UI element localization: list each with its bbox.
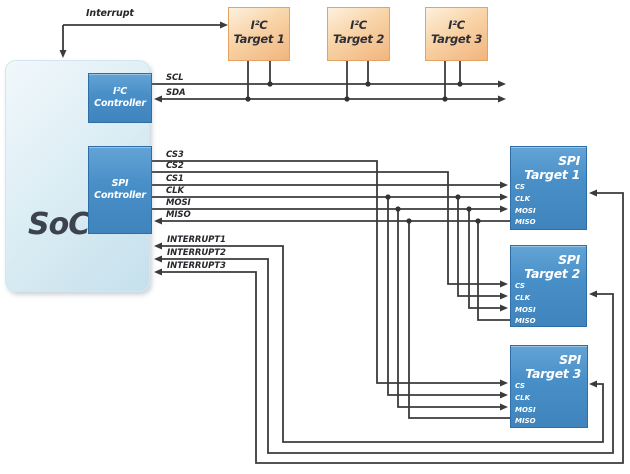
spi-target-1-pin-mosi: MOSI — [515, 207, 536, 215]
arrowheads — [59, 21, 597, 411]
cs3-wire-label: CS3 — [166, 150, 184, 160]
sda-wire-label: SDA — [166, 88, 186, 98]
i2c-target-3-label: I²C Target 3 — [430, 18, 483, 46]
i2c-target-3-box: I²C Target 3 — [425, 7, 488, 61]
cs2-wire-label: CS2 — [166, 161, 184, 171]
interrupt3-wire — [160, 192, 624, 464]
i2c-target-2-label: I²C Target 2 — [332, 18, 385, 46]
i2c-target-1-label: I²C Target 1 — [233, 18, 285, 46]
cs2-wire — [150, 171, 501, 285]
spi-target-2-pin-mosi: MOSI — [515, 306, 536, 314]
miso-branch-target2 — [477, 221, 510, 321]
spi-target-1-label: SPI Target 1 — [524, 153, 580, 183]
spi-target-3-box: SPI Target 3 CS CLK MOSI MISO — [510, 345, 588, 428]
interrupt-wire-label: Interrupt — [86, 8, 134, 19]
scl-wire-label: SCL — [166, 73, 184, 83]
i2c-controller-box: I²C Controller — [88, 73, 152, 123]
interrupt1-wire-label: INTERRUPT1 — [167, 235, 226, 245]
spi-target-3-pin-mosi: MOSI — [515, 406, 536, 414]
interrupt2-wire — [160, 258, 614, 454]
spi-target-2-pin-cs: CS — [515, 282, 525, 290]
i2c-controller-label: I²C Controller — [94, 86, 146, 109]
mosi-branch-target3 — [397, 209, 501, 408]
spi-target-3-pin-cs: CS — [515, 382, 525, 390]
spi-target-1-pin-cs: CS — [515, 183, 525, 191]
spi-target-2-pin-miso: MISO — [515, 317, 536, 325]
interrupt1-wire — [160, 245, 604, 443]
spi-target-3-label: SPI Target 3 — [525, 352, 581, 382]
i2c-target-1-box: I²C Target 1 — [228, 7, 290, 61]
spi-target-3-pin-clk: CLK — [515, 394, 531, 402]
mosi-wire-label: MOSI — [166, 198, 191, 208]
interrupt2-wire-label: INTERRUPT2 — [167, 248, 226, 258]
spi-target-1-box: SPI Target 1 CS CLK MOSI MISO — [510, 146, 587, 230]
spi-target-2-box: SPI Target 2 CS CLK MOSI MISO — [510, 245, 587, 327]
clk-branch-target2 — [457, 197, 501, 297]
i2c-target-2-box: I²C Target 2 — [327, 7, 390, 61]
junction-dots — [245, 81, 481, 224]
cs1-wire-label: CS1 — [166, 174, 184, 184]
mosi-branch-target2 — [468, 209, 501, 309]
spi-target-3-pin-miso: MISO — [515, 417, 536, 425]
miso-branch-target3 — [408, 221, 510, 419]
spi-target-2-label: SPI Target 2 — [524, 252, 580, 282]
spi-controller-label: SPI Controller — [94, 178, 146, 201]
miso-wire-label: MISO — [166, 210, 191, 220]
cs3-wire — [150, 160, 501, 384]
interrupt3-wire-label: INTERRUPT3 — [167, 261, 226, 271]
soc-box: SoC I²C Controller SPI Controller — [5, 60, 152, 292]
clk-branch-target3 — [387, 197, 501, 396]
spi-target-1-pin-clk: CLK — [515, 195, 531, 203]
spi-target-2-pin-clk: CLK — [515, 294, 531, 302]
soc-label: SoC — [28, 207, 90, 242]
spi-target-1-pin-miso: MISO — [515, 218, 536, 226]
spi-controller-box: SPI Controller — [88, 146, 152, 234]
clk-wire-label: CLK — [166, 186, 184, 196]
